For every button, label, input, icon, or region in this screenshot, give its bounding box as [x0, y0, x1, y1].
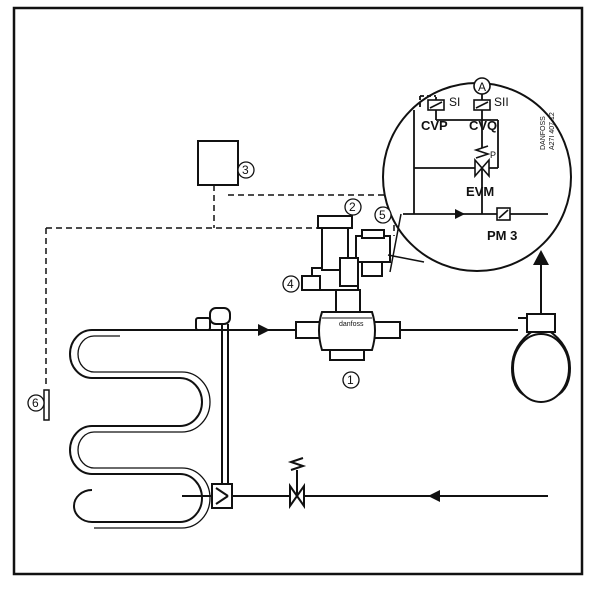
label-port-s1: SI	[449, 95, 460, 109]
controller-box	[197, 140, 239, 186]
label-cvp: CVP	[421, 118, 448, 133]
pilot-port-4	[301, 275, 321, 291]
pilot-assembly	[311, 215, 391, 291]
callout-3-text: 3	[242, 163, 249, 177]
valve-body-mark: danfoss	[339, 321, 364, 328]
gauge-icon	[473, 77, 491, 95]
evaporator-coil	[69, 329, 203, 523]
label-pm3: PM 3	[487, 228, 517, 243]
callout-5-text: 5	[379, 208, 386, 222]
sensor-bulb	[195, 307, 231, 484]
cvq-pilot-symbol	[473, 99, 491, 111]
label-gauge: A	[478, 80, 486, 94]
callout-1: 1	[342, 371, 360, 389]
label-cvq: CVQ	[469, 118, 497, 133]
callout-4: 4	[282, 275, 300, 293]
reference-brand: DANFOSS	[540, 116, 547, 150]
compressor-accumulator	[510, 313, 572, 403]
pilot-detail-circuit	[403, 94, 548, 215]
cvp-pilot-symbol	[427, 99, 445, 111]
discharge-arrow	[533, 250, 549, 265]
callout-5: 5	[374, 206, 392, 224]
callout-4-text: 4	[287, 277, 294, 291]
callout-2-text: 2	[349, 200, 356, 214]
callout-6: 6	[27, 394, 45, 412]
reference-number: A27I 407.12	[549, 112, 556, 150]
temperature-sensor	[43, 389, 50, 421]
evm-solenoid-symbol	[473, 145, 491, 179]
diagram-frame	[12, 6, 584, 576]
liquid-line-solenoid-valve	[287, 457, 307, 510]
expansion-valve	[211, 483, 233, 509]
flow-arrow-suction	[258, 324, 270, 336]
reference-code: DANFOSS A27I 407.12	[540, 112, 556, 150]
label-port-s2: SII	[494, 95, 509, 109]
label-evm: EVM	[466, 184, 494, 199]
flow-arrow-liquid	[428, 490, 440, 502]
pilot-detail-circle	[382, 82, 572, 272]
callout-6-text: 6	[32, 396, 39, 410]
main-valve-pm	[295, 289, 401, 361]
callout-3: 3	[237, 161, 255, 179]
evaporator-coil-inner	[77, 335, 211, 529]
pilot-detail-leaders	[387, 213, 425, 273]
callout-2: 2	[344, 198, 362, 216]
callout-1-text: 1	[347, 373, 354, 387]
pilot-flow-arrow	[455, 209, 465, 219]
label-port-p: P	[490, 150, 496, 160]
pm3-valve-symbol	[496, 207, 511, 221]
